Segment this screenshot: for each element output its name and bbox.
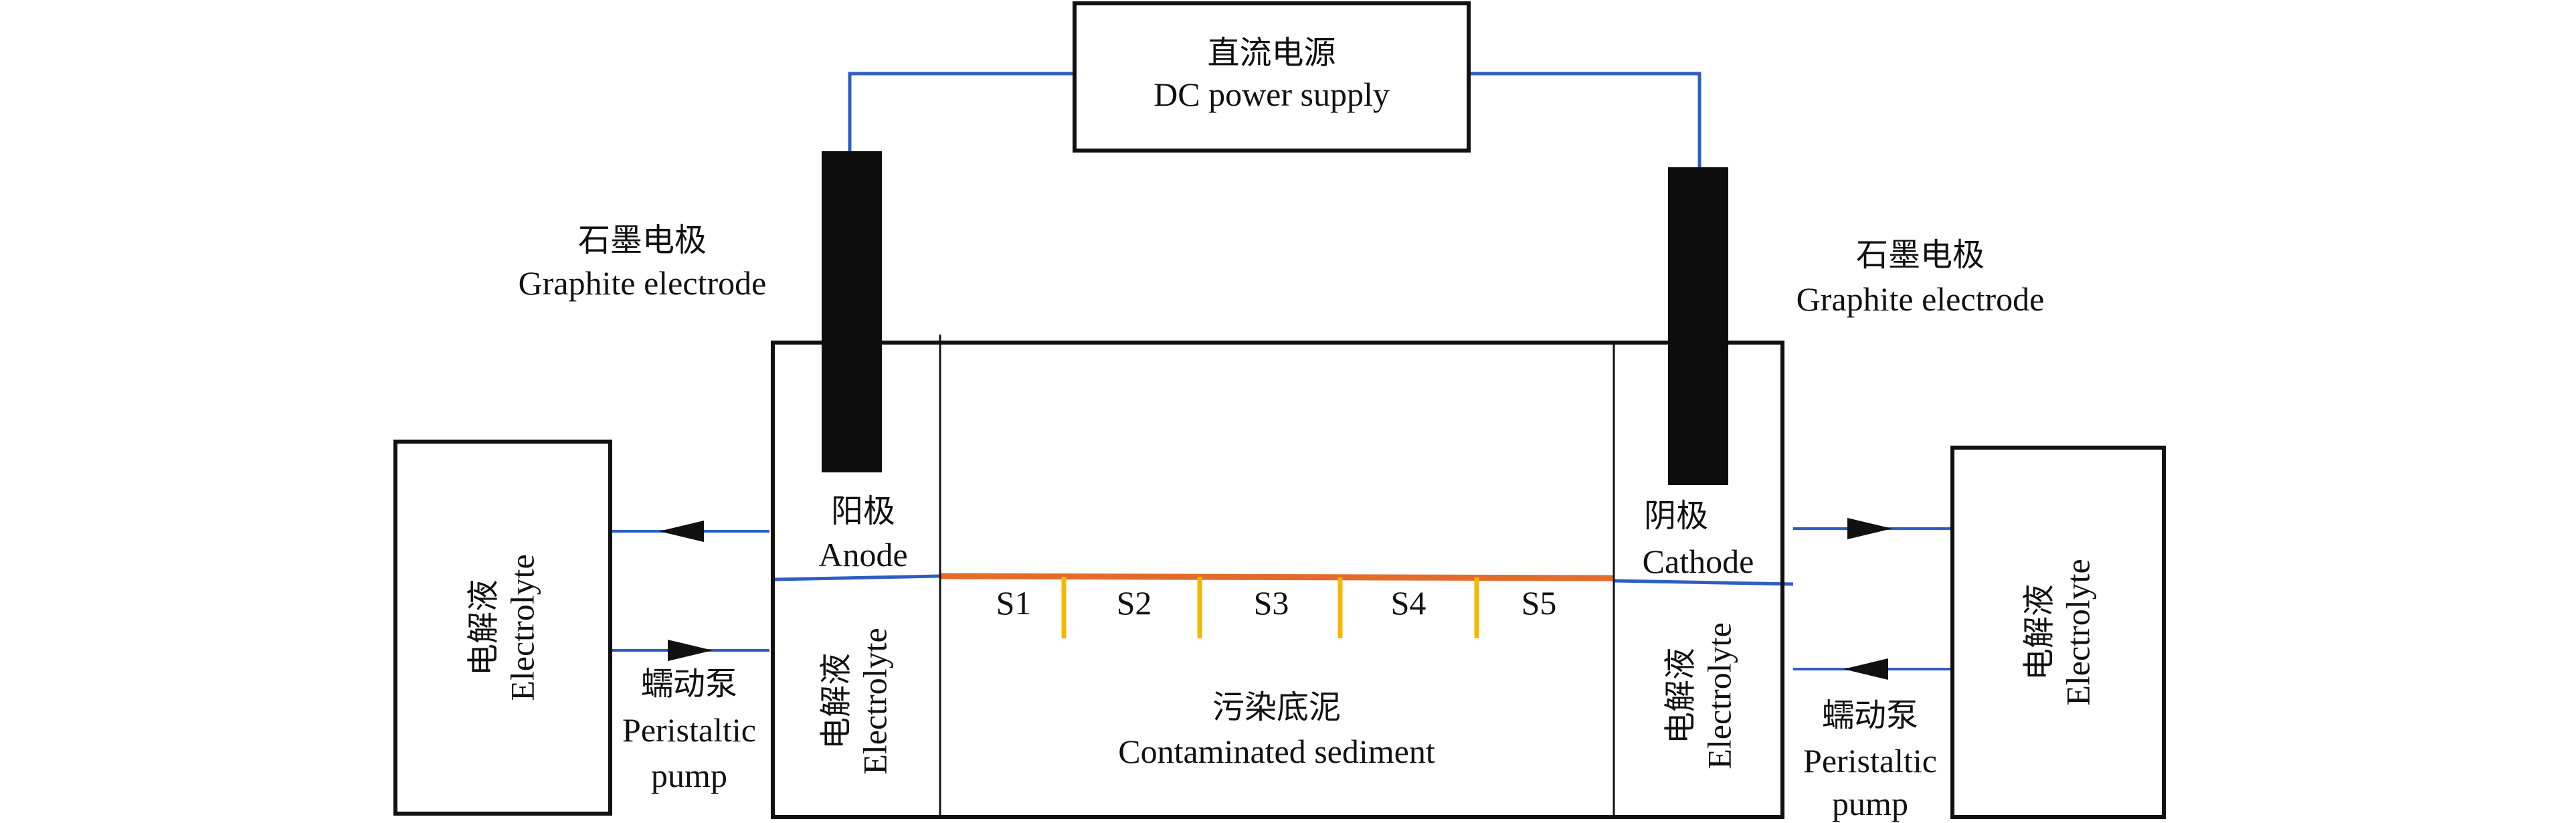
anode-chamber-label-zh: 电解液: [817, 653, 855, 750]
left-electrode-label-zh: 石墨电极: [577, 221, 707, 259]
left-pump-label-zh: 蠕动泵: [640, 665, 737, 703]
left-reservoir-label-zh: 电解液: [464, 579, 502, 676]
left-electrolyte-reservoir: [393, 440, 612, 816]
anode-graphite-electrode: [822, 151, 882, 472]
cathode-graphite-electrode: [1668, 167, 1728, 485]
cathode-chamber-label: 电解液 Electrolyte: [1661, 622, 1739, 769]
anode-chamber-label: 电解液 Electrolyte: [816, 628, 895, 774]
section-label-s5: S5: [1521, 584, 1557, 622]
section-label-s2: S2: [1116, 584, 1152, 622]
right-reservoir-label-zh: 电解液: [2020, 584, 2058, 681]
anode-chamber-label-en: Electrolyte: [856, 628, 894, 775]
cathode-chamber-label-en: Electrolyte: [1700, 622, 1738, 769]
right-return-arrow: [1843, 658, 1888, 680]
right-pump-label-zh: 蠕动泵: [1821, 697, 1918, 734]
cathode-chamber-label-zh: 电解液: [1661, 648, 1699, 745]
section-label-s4: S4: [1390, 584, 1427, 622]
cathode-wire: [1469, 72, 1701, 167]
right-pump-label-en1: Peristaltic: [1803, 742, 1937, 780]
anode-electrolyte-level: [774, 574, 941, 581]
right-electrolyte-reservoir: [1950, 446, 2166, 819]
right-electrode-label-zh: 石墨电极: [1855, 236, 1985, 274]
left-pump-label-en1: Peristaltic: [622, 711, 756, 749]
sediment-label-zh: 污染底泥: [1212, 689, 1341, 726]
cathode-label-en: Cathode: [1642, 543, 1754, 580]
right-outflow-arrow: [1847, 518, 1892, 539]
section-label-s1: S1: [996, 584, 1032, 622]
electrokinetic-cell: [771, 341, 1784, 819]
left-return-arrow: [659, 521, 704, 542]
right-reservoir-label: 电解液 Electrolyte: [2019, 559, 2098, 705]
left-reservoir-label: 电解液 Electrolyte: [464, 554, 542, 701]
sediment-surface-line: [939, 573, 1615, 581]
anode-label-zh: 阳极: [830, 492, 895, 530]
right-electrode-label-en: Graphite electrode: [1796, 280, 2045, 318]
power-supply-label-en: DC power supply: [1154, 76, 1390, 113]
right-reservoir-label-en: Electrolyte: [2059, 559, 2097, 706]
left-electrode-label-en: Graphite electrode: [518, 264, 767, 302]
cathode-electrolyte-level: [1613, 579, 1794, 586]
cathode-label-zh: 阴极: [1643, 497, 1708, 535]
anode-wire: [848, 72, 1074, 154]
anode-label-en: Anode: [818, 536, 908, 573]
right-pump-label-en2: pump: [1832, 785, 1908, 822]
left-feed-arrow: [668, 640, 713, 661]
left-reservoir-label-en: Electrolyte: [503, 554, 541, 701]
section-label-s3: S3: [1253, 584, 1289, 622]
left-pump-label-en2: pump: [651, 757, 727, 794]
sediment-label-en: Contaminated sediment: [1118, 733, 1435, 770]
power-supply-label-zh: 直流电源: [1207, 34, 1336, 72]
power-supply-box: [1073, 1, 1471, 153]
